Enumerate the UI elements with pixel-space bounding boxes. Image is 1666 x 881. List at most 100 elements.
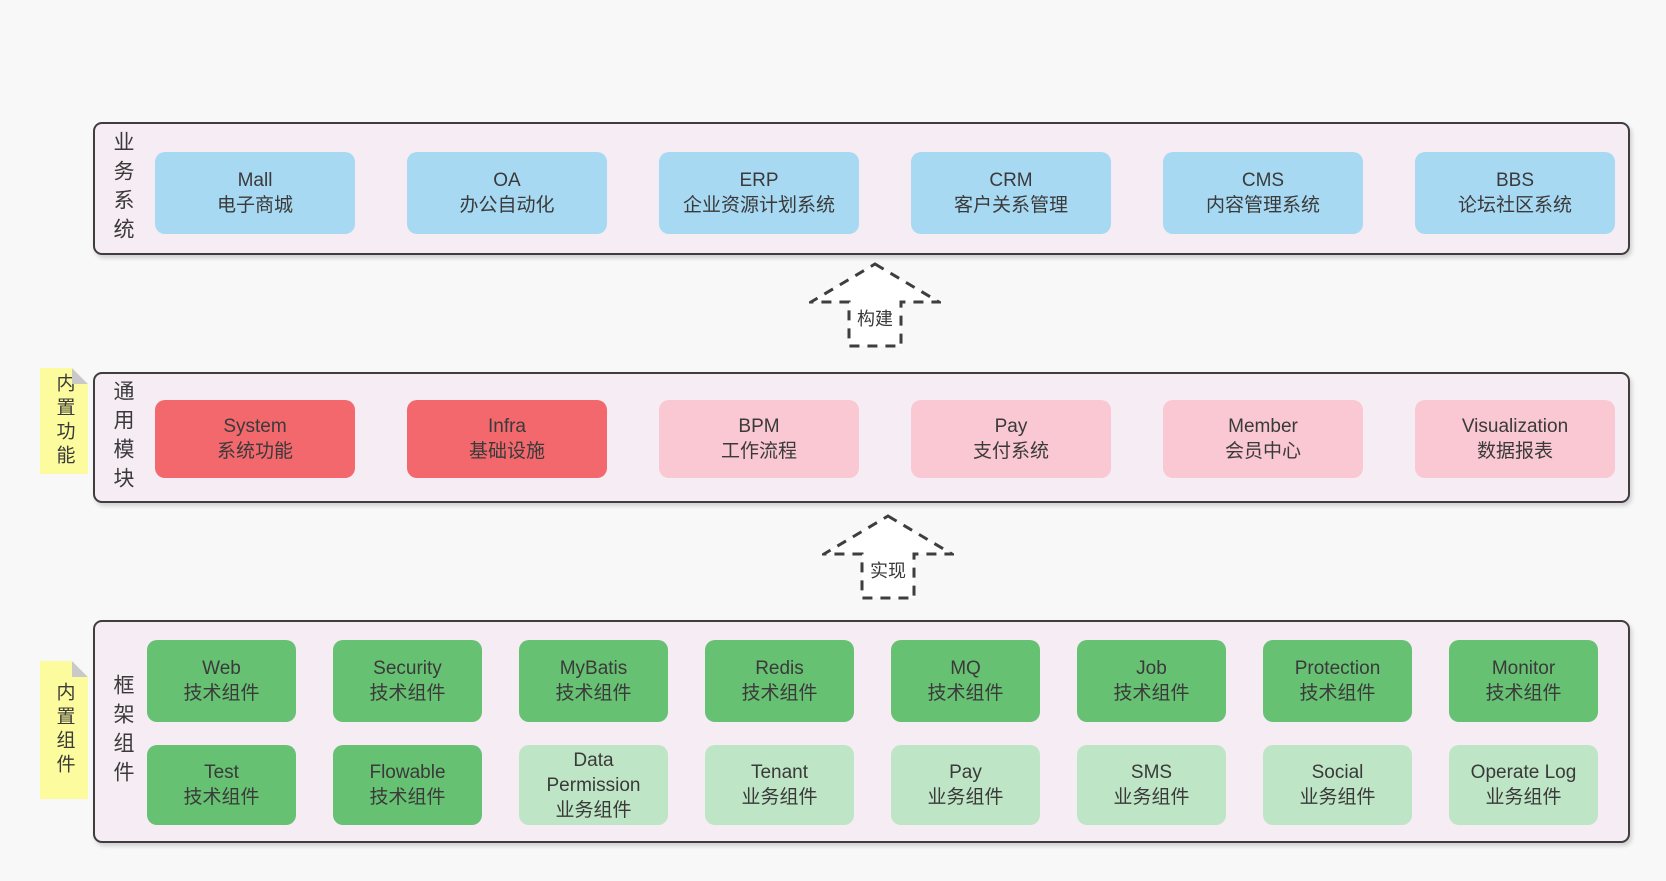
business-systems-row: Mall 电子商城 OA 办公自动化 ERP 企业资源计划系统 CRM 客户关系… (155, 152, 1615, 234)
box-name: Operate Log (1470, 762, 1577, 783)
box-data-permission[interactable]: Data Permission 业务组件 (519, 745, 668, 825)
box-desc: 技术组件 (183, 787, 260, 808)
build-arrow-shape[interactable] (809, 262, 941, 348)
box-name: Job (1136, 658, 1167, 679)
box-name: Flowable (369, 762, 446, 783)
box-desc: 业务组件 (555, 799, 632, 821)
box-desc: 技术组件 (183, 683, 260, 704)
note-text: 内置功能 (53, 373, 75, 469)
box-desc: 技术组件 (1299, 683, 1376, 704)
layer-common-modules[interactable]: 通用模块 System 系统功能 Infra 基础设施 BPM 工作流程 Pay… (93, 372, 1630, 503)
box-visualization[interactable]: Visualization 数据报表 (1415, 400, 1615, 478)
box-name: System (223, 416, 287, 437)
box-name: Data Permission (546, 749, 641, 796)
box-desc: 技术组件 (927, 683, 1004, 704)
box-sms[interactable]: SMS 业务组件 (1077, 745, 1226, 825)
box-test[interactable]: Test 技术组件 (147, 745, 296, 825)
box-job[interactable]: Job 技术组件 (1077, 640, 1226, 722)
box-desc: 系统功能 (216, 441, 293, 462)
box-pay-module[interactable]: Pay 支付系统 (911, 400, 1111, 478)
box-desc: 论坛社区系统 (1457, 195, 1572, 216)
box-name: Web (202, 658, 241, 679)
box-name: Security (373, 658, 442, 679)
sticky-note-builtin-features[interactable]: 内置功能 (40, 368, 88, 474)
box-desc: 办公自动化 (459, 195, 555, 216)
box-name: Test (204, 762, 239, 783)
sticky-note-builtin-components[interactable]: 内置组件 (40, 661, 88, 799)
box-bpm[interactable]: BPM 工作流程 (659, 400, 859, 478)
box-name: Member (1228, 416, 1298, 437)
box-bbs[interactable]: BBS 论坛社区系统 (1415, 152, 1615, 234)
box-desc: 电子商城 (216, 195, 293, 216)
box-name: OA (493, 170, 521, 191)
box-name: BPM (738, 416, 780, 437)
box-cms[interactable]: CMS 内容管理系统 (1163, 152, 1363, 234)
build-arrow-label: 构建 (854, 308, 896, 330)
layer-title-common-modules: 通用模块 (111, 379, 134, 496)
box-pay-component[interactable]: Pay 业务组件 (891, 745, 1040, 825)
box-desc: 工作流程 (720, 441, 797, 462)
box-crm[interactable]: CRM 客户关系管理 (911, 152, 1111, 234)
box-desc: 业务组件 (1485, 787, 1562, 808)
box-name: Monitor (1491, 658, 1556, 679)
box-desc: 基础设施 (468, 441, 545, 462)
box-name: MQ (950, 658, 981, 679)
framework-components-row-1: Web 技术组件 Security 技术组件 MyBatis 技术组件 Redi… (147, 640, 1598, 722)
box-tenant[interactable]: Tenant 业务组件 (705, 745, 854, 825)
box-name: SMS (1130, 762, 1173, 783)
box-mq[interactable]: MQ 技术组件 (891, 640, 1040, 722)
box-protection[interactable]: Protection 技术组件 (1263, 640, 1412, 722)
box-web[interactable]: Web 技术组件 (147, 640, 296, 722)
box-name: Pay (949, 762, 982, 783)
box-name: Pay (994, 416, 1028, 437)
dashed-up-arrow-icon (822, 514, 954, 600)
box-member[interactable]: Member 会员中心 (1163, 400, 1363, 478)
box-erp[interactable]: ERP 企业资源计划系统 (659, 152, 859, 234)
box-desc: 技术组件 (555, 683, 632, 704)
box-desc: 内容管理系统 (1205, 195, 1320, 216)
box-monitor[interactable]: Monitor 技术组件 (1449, 640, 1598, 722)
implement-arrow-label: 实现 (867, 560, 909, 582)
box-name: Redis (755, 658, 804, 679)
dashed-up-arrow-icon (809, 262, 941, 348)
box-name: Protection (1294, 658, 1381, 679)
box-name: CMS (1241, 170, 1285, 191)
box-flowable[interactable]: Flowable 技术组件 (333, 745, 482, 825)
box-name: ERP (739, 170, 779, 191)
box-desc: 客户关系管理 (953, 195, 1068, 216)
layer-framework-components[interactable]: 框架组件 Web 技术组件 Security 技术组件 MyBatis 技术组件… (93, 620, 1630, 843)
box-desc: 支付系统 (972, 441, 1049, 462)
box-name: CRM (989, 170, 1033, 191)
layer-business-systems[interactable]: 业务系统 Mall 电子商城 OA 办公自动化 ERP 企业资源计划系统 CRM… (93, 122, 1630, 255)
box-desc: 技术组件 (369, 787, 446, 808)
box-desc: 技术组件 (741, 683, 818, 704)
box-desc: 业务组件 (1299, 787, 1376, 808)
box-oa[interactable]: OA 办公自动化 (407, 152, 607, 234)
box-desc: 业务组件 (741, 787, 818, 808)
box-system[interactable]: System 系统功能 (155, 400, 355, 478)
box-social[interactable]: Social 业务组件 (1263, 745, 1412, 825)
box-name: BBS (1495, 170, 1535, 191)
box-security[interactable]: Security 技术组件 (333, 640, 482, 722)
box-desc: 会员中心 (1224, 441, 1301, 462)
box-name: MyBatis (559, 658, 628, 679)
framework-components-row-2: Test 技术组件 Flowable 技术组件 Data Permission … (147, 745, 1598, 825)
box-name: Social (1311, 762, 1364, 783)
box-mall[interactable]: Mall 电子商城 (155, 152, 355, 234)
box-name: Infra (487, 416, 527, 437)
common-modules-row: System 系统功能 Infra 基础设施 BPM 工作流程 Pay 支付系统… (155, 400, 1615, 478)
box-name: Tenant (750, 762, 809, 783)
box-operate-log[interactable]: Operate Log 业务组件 (1449, 745, 1598, 825)
box-mybatis[interactable]: MyBatis 技术组件 (519, 640, 668, 722)
implement-arrow-shape[interactable] (822, 514, 954, 600)
box-name: Visualization (1461, 416, 1569, 437)
box-desc: 数据报表 (1476, 441, 1553, 462)
box-desc: 技术组件 (369, 683, 446, 704)
box-desc: 业务组件 (927, 787, 1004, 808)
box-desc: 业务组件 (1113, 787, 1190, 808)
box-desc: 企业资源计划系统 (682, 195, 835, 216)
box-name: Mall (237, 170, 273, 191)
box-infra[interactable]: Infra 基础设施 (407, 400, 607, 478)
box-redis[interactable]: Redis 技术组件 (705, 640, 854, 722)
